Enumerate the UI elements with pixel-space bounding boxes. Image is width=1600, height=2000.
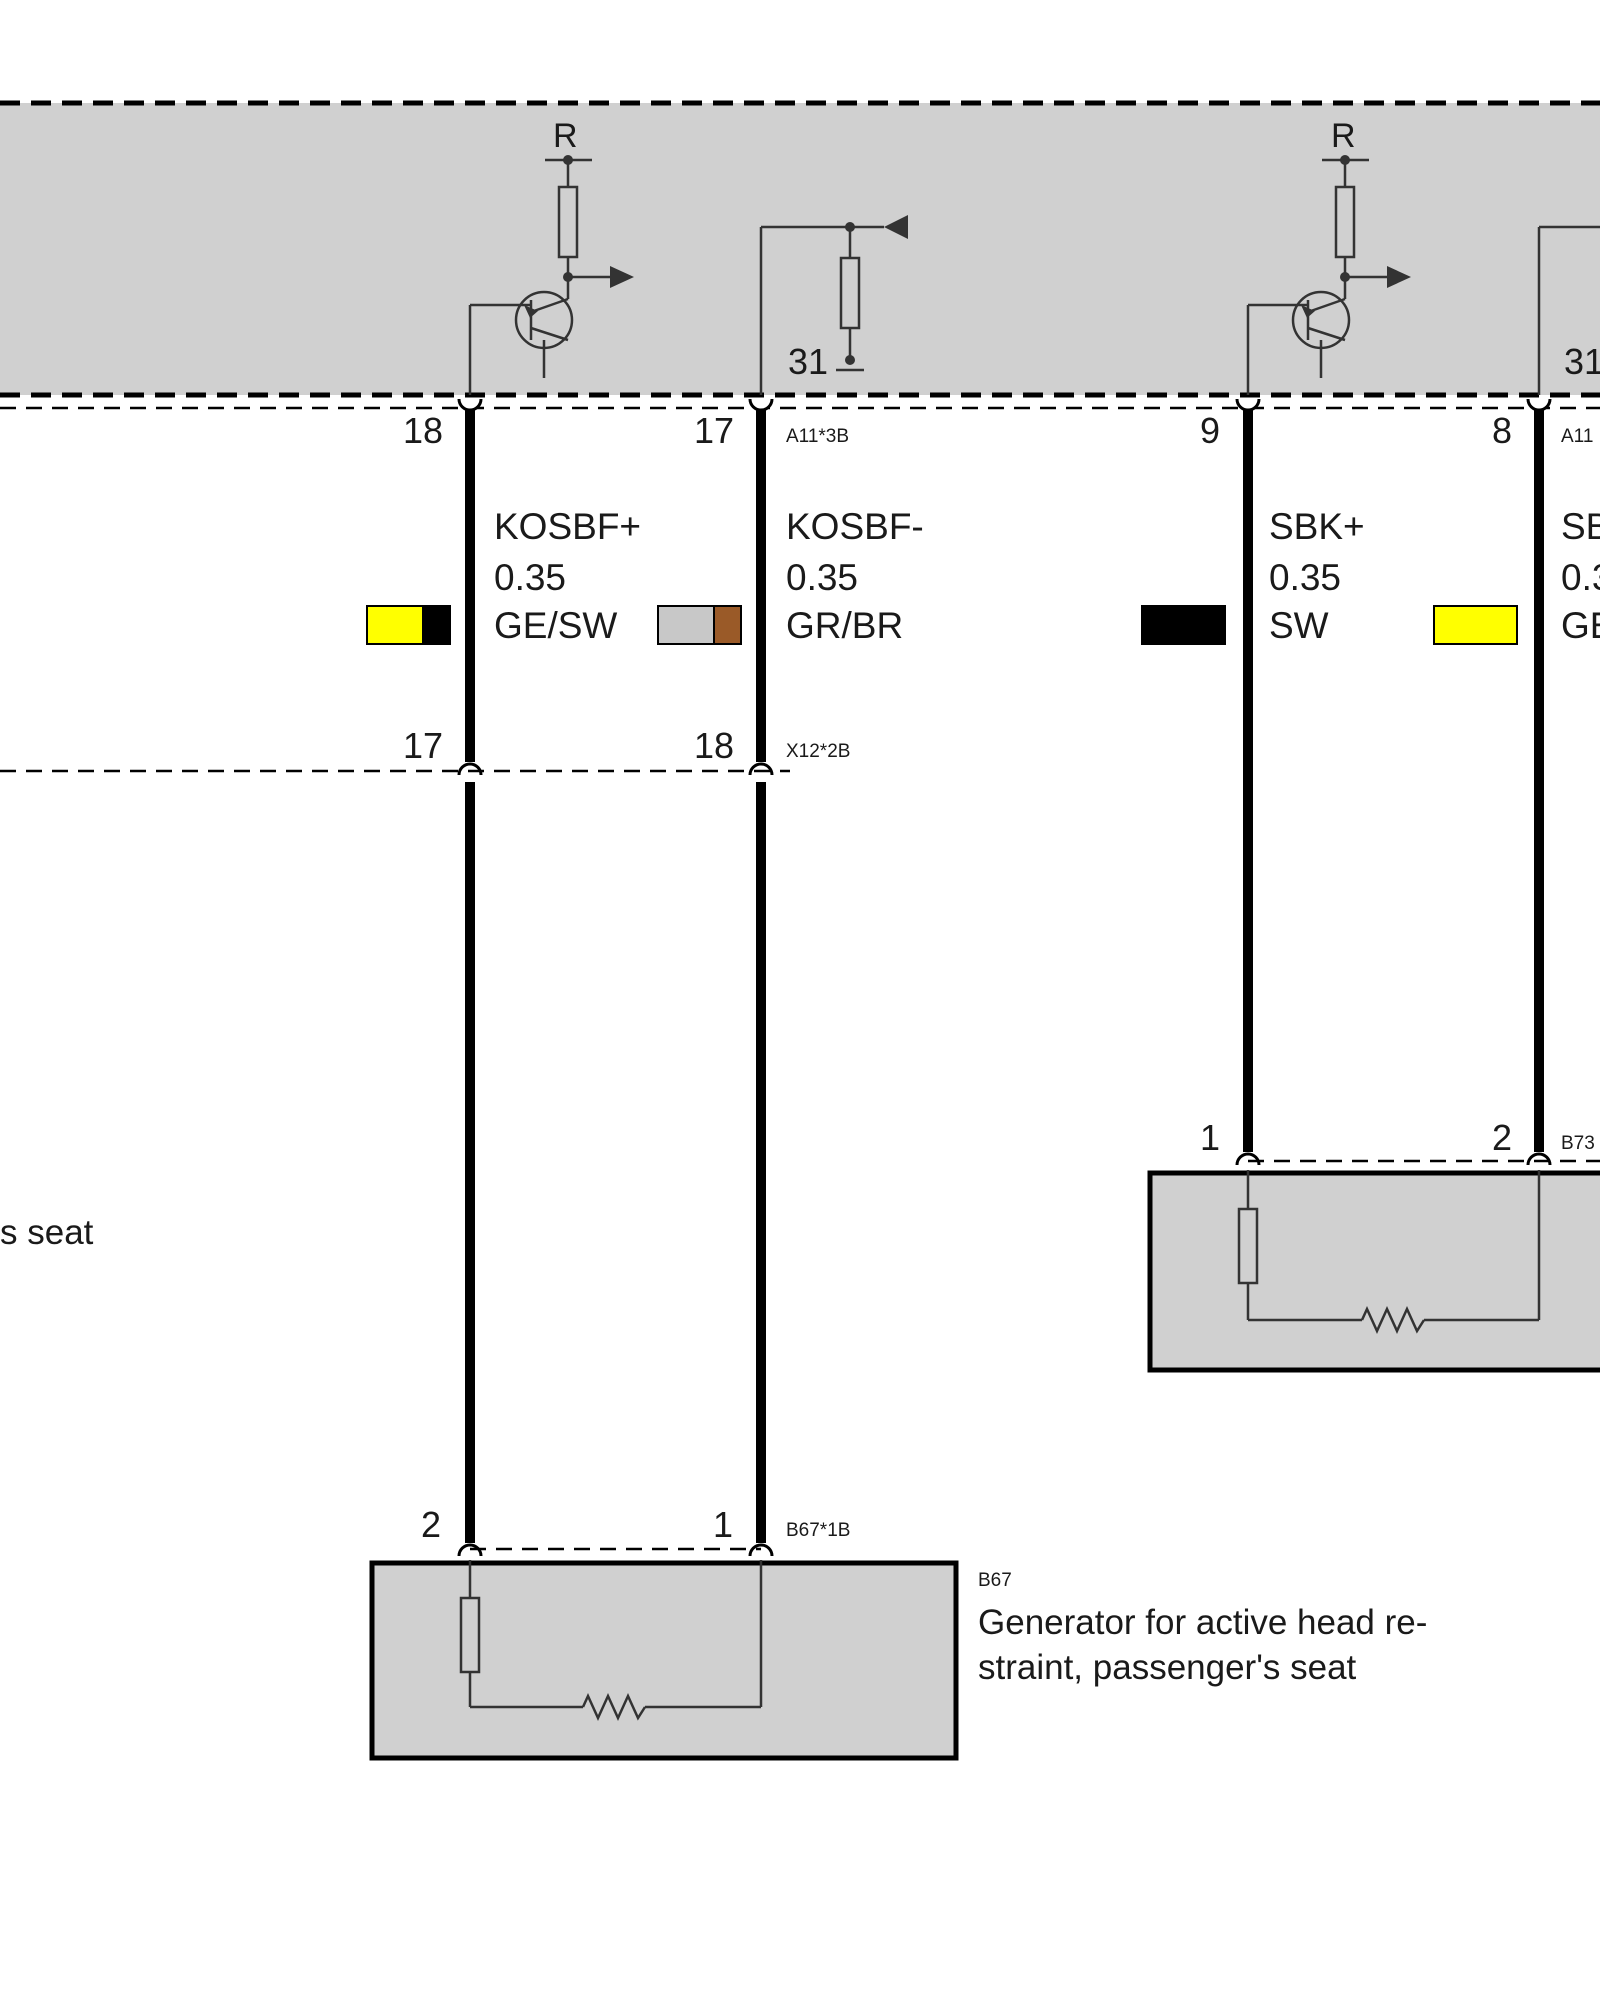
pin-number: 18 xyxy=(694,725,734,766)
connector-label-a11: A11*3B xyxy=(786,426,849,447)
wire-gauge: 0.35 xyxy=(494,557,566,598)
ground-31-label: 31 xyxy=(788,341,828,382)
connector-label-x12: X12*2B xyxy=(786,741,850,762)
pin-notches xyxy=(457,398,1552,1557)
component-b67-box xyxy=(369,1560,959,1761)
wire-color-swatch-yellow xyxy=(1433,605,1518,645)
b67-internal-circuit xyxy=(459,1560,763,1722)
ground-31-label: 31 xyxy=(1564,341,1600,382)
wire-color-swatch-black xyxy=(422,605,451,645)
pin-number: 18 xyxy=(403,410,443,451)
pulldown-circuit-1 xyxy=(759,215,908,395)
pin-number: 17 xyxy=(694,410,734,451)
pin-number: 17 xyxy=(403,725,443,766)
wire-name: SB xyxy=(1561,506,1600,547)
wire-gauge: 0.35 xyxy=(786,557,858,598)
wire-label-kosbf-plus: KOSBF+ 0.35 GE/SW xyxy=(366,506,641,646)
junction-dot xyxy=(563,155,573,165)
pin-number: 9 xyxy=(1200,410,1220,451)
junction-dot xyxy=(845,222,855,232)
resistor-label-r: R xyxy=(553,117,578,155)
pin-number: 2 xyxy=(1492,1117,1512,1158)
junction-dot xyxy=(1340,155,1350,165)
junction-dot xyxy=(1340,272,1350,282)
wire-color-swatch-gray xyxy=(657,605,715,645)
pin-number: 2 xyxy=(421,1504,441,1545)
wire-color-code: GR/BR xyxy=(786,605,903,646)
wire-lines xyxy=(465,408,1544,1543)
wire-color-code: SW xyxy=(1269,605,1329,646)
pulldown-circuit-2-partial xyxy=(1537,225,1600,395)
pin-number: 8 xyxy=(1492,410,1512,451)
pin-number: 1 xyxy=(713,1504,733,1545)
wire-color-code: GE/SW xyxy=(494,605,617,646)
connector-label-b73-partial: B73 xyxy=(1561,1133,1595,1154)
wire-color-code: GE xyxy=(1561,605,1600,646)
wire-label-sb-partial: SB 0.3 GE xyxy=(1433,506,1600,646)
partial-component-text: s seat xyxy=(0,1213,94,1252)
connector-label-a11-partial: A11 xyxy=(1561,426,1593,447)
wire-name: KOSBF+ xyxy=(494,506,641,547)
wire-color-swatch-black xyxy=(1141,605,1226,645)
junction-dot xyxy=(845,355,855,365)
wire-color-swatch-brown xyxy=(713,605,742,645)
wire-color-swatch-yellow xyxy=(366,605,424,645)
junction-dot xyxy=(563,272,573,282)
component-description-line-2: straint, passenger's seat xyxy=(978,1648,1357,1687)
pin-number: 1 xyxy=(1200,1117,1220,1158)
component-b73-box xyxy=(1147,1170,1600,1373)
wire-label-sbk-plus: SBK+ 0.35 SW xyxy=(1141,506,1365,646)
component-description-line-1: Generator for active head re- xyxy=(978,1603,1427,1642)
resistor-label-r: R xyxy=(1331,117,1356,155)
wire-name: SBK+ xyxy=(1269,506,1365,547)
wire-label-kosbf-minus: KOSBF- 0.35 GR/BR xyxy=(657,506,924,646)
connector-label-b67: B67*1B xyxy=(786,1520,850,1541)
wire-gauge: 0.35 xyxy=(1269,557,1341,598)
wire-name: KOSBF- xyxy=(786,506,924,547)
b73-internal-circuit xyxy=(1237,1170,1541,1335)
wire-gauge: 0.3 xyxy=(1561,557,1600,598)
component-id-b67: B67 xyxy=(978,1570,1012,1591)
transistor-circuit-1 xyxy=(468,158,634,395)
